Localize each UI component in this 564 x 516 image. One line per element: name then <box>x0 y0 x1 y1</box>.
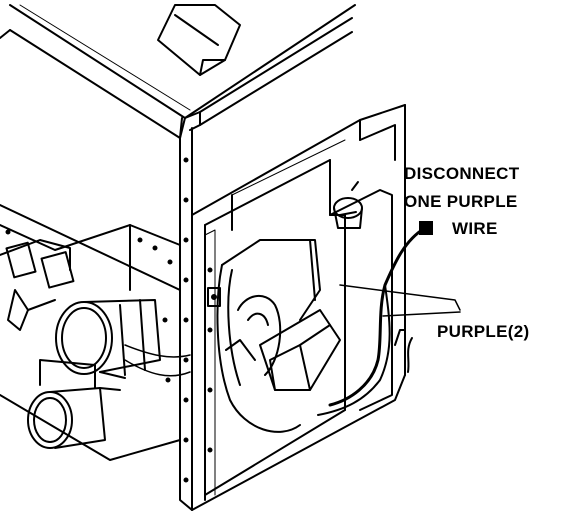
upper-round-pipe <box>55 299 161 379</box>
inducer-tubing <box>124 344 191 377</box>
limit-switch <box>333 181 363 229</box>
blower-compartment <box>204 159 393 501</box>
blower-housing <box>207 239 341 433</box>
right-side-panel <box>191 104 406 511</box>
callout-line-3: WIRE <box>452 219 498 238</box>
top-vent-fitting <box>157 4 241 76</box>
callout-line-1: DISCONNECT <box>404 164 520 183</box>
lower-round-pipe <box>27 359 121 449</box>
callout-line-2: ONE PURPLE <box>404 192 518 211</box>
purple-wires <box>317 226 427 416</box>
gas-valve <box>5 241 75 331</box>
wire-fragment <box>407 337 413 373</box>
wire-label: PURPLE(2) <box>437 322 530 341</box>
wire-terminal <box>419 221 433 235</box>
front-corner-post <box>179 127 193 511</box>
top-panel <box>0 4 356 139</box>
left-vestibule <box>0 204 181 461</box>
purple-leader-lines <box>339 284 461 317</box>
